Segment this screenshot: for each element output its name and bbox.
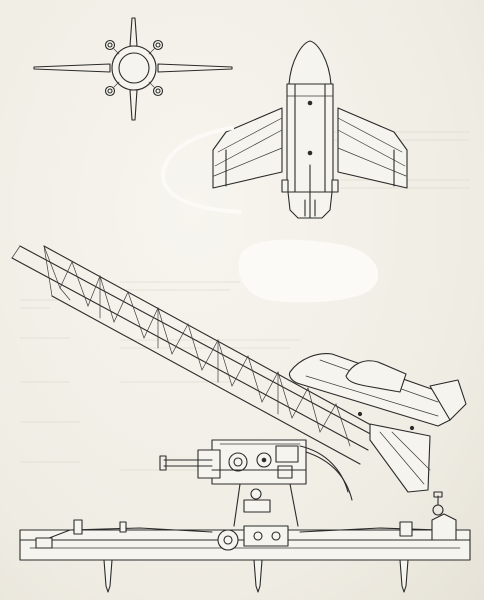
side-view-on-launcher (11, 126, 471, 593)
booster-left (281, 179, 289, 193)
booster-nozzle-ur (152, 39, 164, 51)
outrigger-center (253, 559, 263, 593)
booster-nozzle-lr (152, 85, 164, 97)
booster-nozzle-ll (104, 85, 116, 97)
front-view (33, 17, 233, 121)
blank-area (238, 239, 379, 303)
tail-fin (429, 379, 467, 421)
wheel-hub (217, 529, 239, 551)
tow-hitch (35, 537, 53, 549)
booster-nozzle-ul (104, 39, 116, 51)
plan-view (212, 40, 408, 219)
fuselage-ring (111, 45, 157, 91)
rear-jack-head (431, 513, 457, 541)
outrigger-left (103, 559, 113, 593)
nose-cone (288, 40, 332, 85)
elevation-mechanism (159, 439, 353, 527)
wing-root (345, 360, 407, 393)
left-wing (212, 107, 283, 189)
launch-ramp (11, 245, 381, 465)
outrigger-right (399, 559, 409, 593)
right-wing (337, 107, 408, 189)
booster-side (369, 423, 431, 493)
missile-side (288, 353, 467, 493)
trailer-base (19, 491, 471, 593)
booster-right (331, 179, 339, 193)
